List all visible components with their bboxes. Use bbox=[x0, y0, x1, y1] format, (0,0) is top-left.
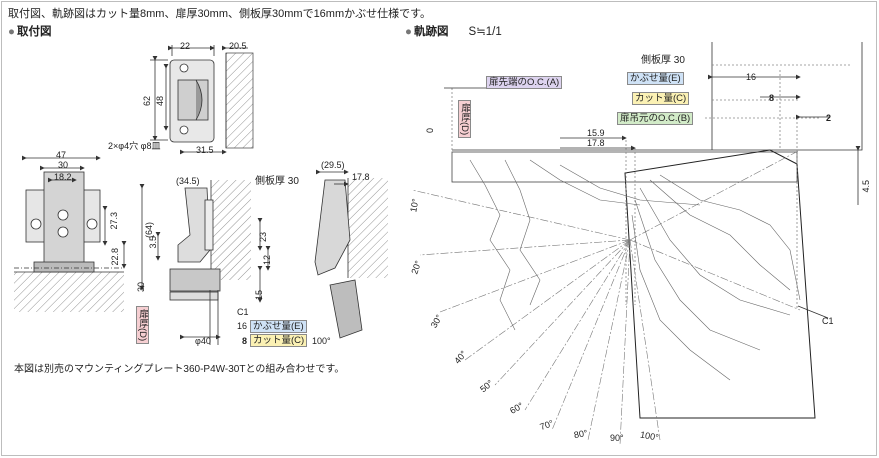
dim-27-3: 27.3 bbox=[109, 212, 119, 230]
label-trajectory-d: 扉厚(D) bbox=[458, 100, 471, 139]
mounting-title-text: 取付図 bbox=[16, 26, 52, 38]
bullet-icon: ● bbox=[405, 26, 412, 38]
label-trajectory-e: かぶせ量(E) bbox=[627, 72, 684, 85]
trajectory-title: ●軌跡図 S≒1/1 bbox=[405, 26, 502, 38]
label-trajectory-c: カット量(C) bbox=[632, 92, 690, 105]
side-panel-thickness: 側板厚 30 bbox=[255, 176, 299, 187]
hinge-top-view bbox=[150, 45, 254, 155]
trajectory-scale: S≒1/1 bbox=[468, 26, 502, 38]
hinge-section-open bbox=[314, 169, 388, 339]
dim-23: 23 bbox=[258, 232, 268, 243]
dim-31-5: 31.5 bbox=[196, 145, 214, 155]
traj-chamfer-c1: C1 bbox=[822, 316, 834, 326]
traj-dim-0: 0 bbox=[425, 128, 435, 134]
traj-dim-8: 8 bbox=[769, 93, 775, 103]
label-overlay-e: かぶせ量(E) bbox=[250, 320, 307, 333]
dim-16: 16 bbox=[237, 321, 248, 331]
dim-29-5: (29.5) bbox=[321, 160, 345, 170]
dim-8: 8 bbox=[242, 336, 248, 346]
angle-label: 10° bbox=[408, 197, 421, 213]
traj-dim-16: 16 bbox=[746, 72, 757, 82]
dim-12: 12 bbox=[262, 255, 272, 266]
dim-47: 47 bbox=[56, 150, 67, 160]
trajectory-diagram bbox=[411, 42, 863, 446]
dim-34-5: (34.5) bbox=[176, 176, 200, 186]
angle-label: 90° bbox=[610, 433, 624, 443]
dim-30: 30 bbox=[58, 160, 69, 170]
angle-100: 100° bbox=[312, 336, 331, 346]
dim-48: 48 bbox=[155, 96, 165, 107]
label-door-d: 扉厚(D) bbox=[136, 306, 149, 345]
dim-18-2: 18.2 bbox=[54, 172, 72, 182]
traj-dim-2: 2 bbox=[826, 113, 832, 123]
dim-20-5: 20.5 bbox=[229, 41, 247, 51]
dim-phi40: φ40 bbox=[195, 336, 211, 346]
hinge-section-closed bbox=[139, 180, 271, 345]
footnote: 本図は別売のマウンティングプレート360-P4W-30Tとの組み合わせです。 bbox=[14, 364, 345, 375]
trajectory-side-panel: 側板厚 30 bbox=[641, 55, 685, 66]
chamfer-c1: C1 bbox=[237, 307, 249, 317]
traj-dim-17-8: 17.8 bbox=[587, 138, 605, 148]
traj-dim-4-5: 4.5 bbox=[861, 180, 871, 193]
dim-22-8: 22.8 bbox=[110, 248, 120, 266]
dim-holes: 2×φ4穴 φ8皿 bbox=[108, 141, 161, 151]
dim-3-5: 3.5 bbox=[148, 236, 158, 249]
dim-30-door: 30 bbox=[136, 282, 146, 293]
dim-17-8: 17.8 bbox=[352, 172, 370, 182]
dim-62: 62 bbox=[142, 96, 152, 107]
mounting-title: ●取付図 bbox=[8, 26, 52, 38]
plate-front-view bbox=[14, 155, 127, 312]
angle-label: 80° bbox=[573, 427, 589, 441]
spec-note: 取付図、軌跡図はカット量8mm、扉厚30mm、側板厚30mmで16mmかぶせ仕様… bbox=[8, 8, 432, 20]
label-oc-a: 扉先端のO.C.(A) bbox=[486, 76, 563, 89]
label-oc-b: 扉吊元のO.C.(B) bbox=[617, 112, 694, 125]
label-cut-c: カット量(C) bbox=[250, 334, 308, 347]
dim-15: 15 bbox=[254, 290, 264, 301]
trajectory-title-text: 軌跡図 bbox=[413, 26, 449, 38]
bullet-icon: ● bbox=[8, 26, 15, 38]
traj-dim-15-9: 15.9 bbox=[587, 128, 605, 138]
dim-22: 22 bbox=[180, 41, 191, 51]
